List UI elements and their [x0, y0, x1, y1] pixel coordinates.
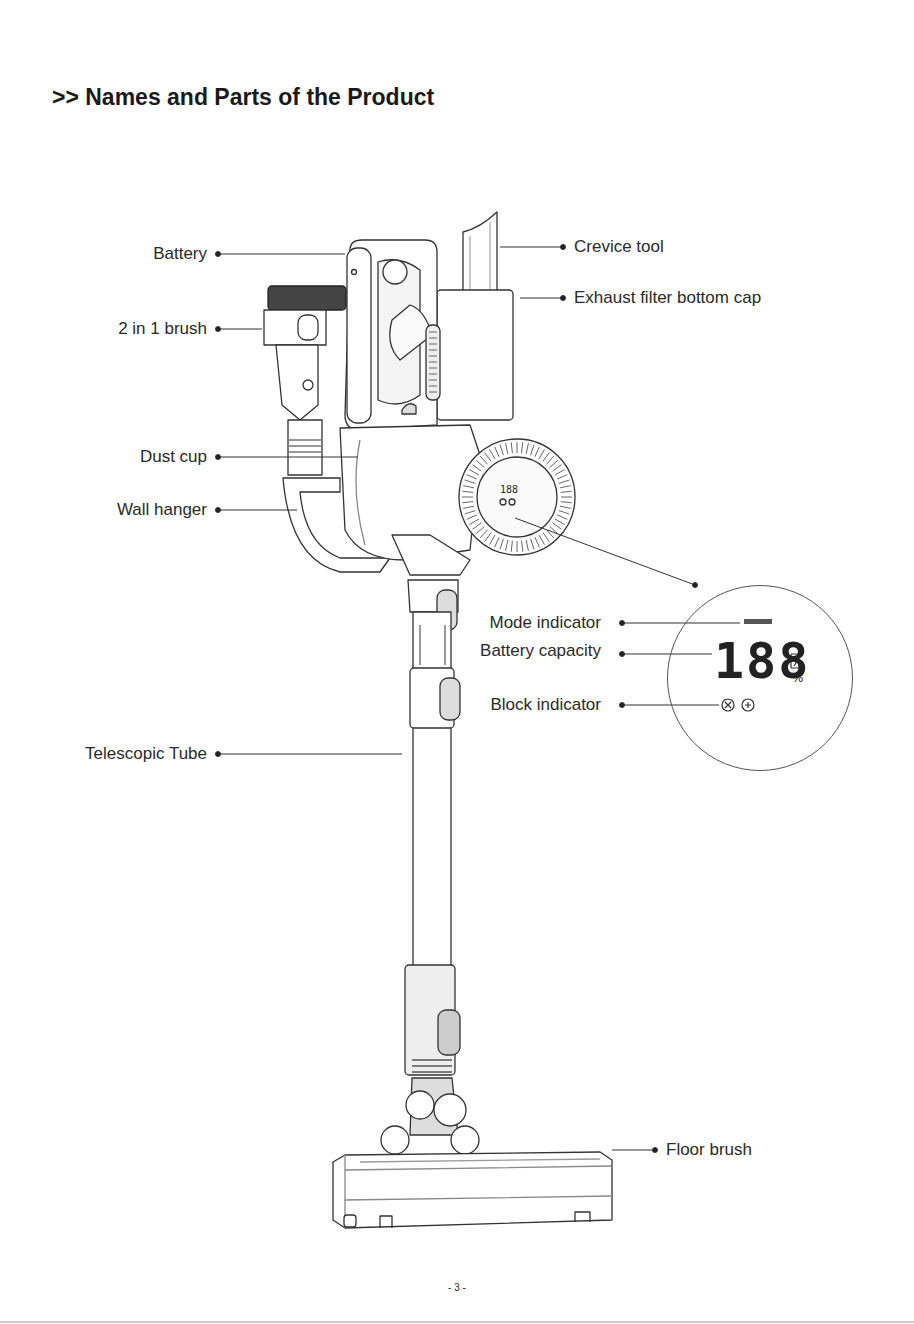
- magnified-display: 188%: [667, 585, 853, 771]
- part-label: Crevice tool: [574, 236, 664, 258]
- display-digits: 188: [500, 482, 518, 497]
- part-label: 2 in 1 brush: [118, 318, 207, 340]
- leader-lines: [216, 245, 741, 1153]
- part-label: Telescopic Tube: [85, 743, 207, 765]
- brush-bristles: [268, 286, 346, 310]
- page-number: - 3 -: [417, 1280, 497, 1295]
- part-label: Dust cup: [140, 446, 207, 468]
- crevice-tool: [463, 212, 497, 292]
- part-label: Mode indicator: [489, 612, 601, 634]
- page-title: >> Names and Parts of the Product: [52, 83, 434, 111]
- part-label: Battery: [153, 243, 207, 265]
- part-label: Floor brush: [666, 1139, 752, 1161]
- telescopic-tube: [413, 612, 451, 972]
- part-label: Exhaust filter bottom cap: [574, 287, 761, 309]
- exhaust-filter: [437, 290, 513, 420]
- floor-brush: [333, 1152, 612, 1228]
- display-bezel: [459, 439, 575, 555]
- part-label: Block indicator: [490, 694, 601, 716]
- battery-pack: [347, 248, 371, 423]
- handle: [345, 240, 437, 430]
- part-label: Wall hanger: [117, 499, 207, 521]
- percent-sign: %: [792, 672, 803, 684]
- part-label: Battery capacity: [480, 640, 601, 662]
